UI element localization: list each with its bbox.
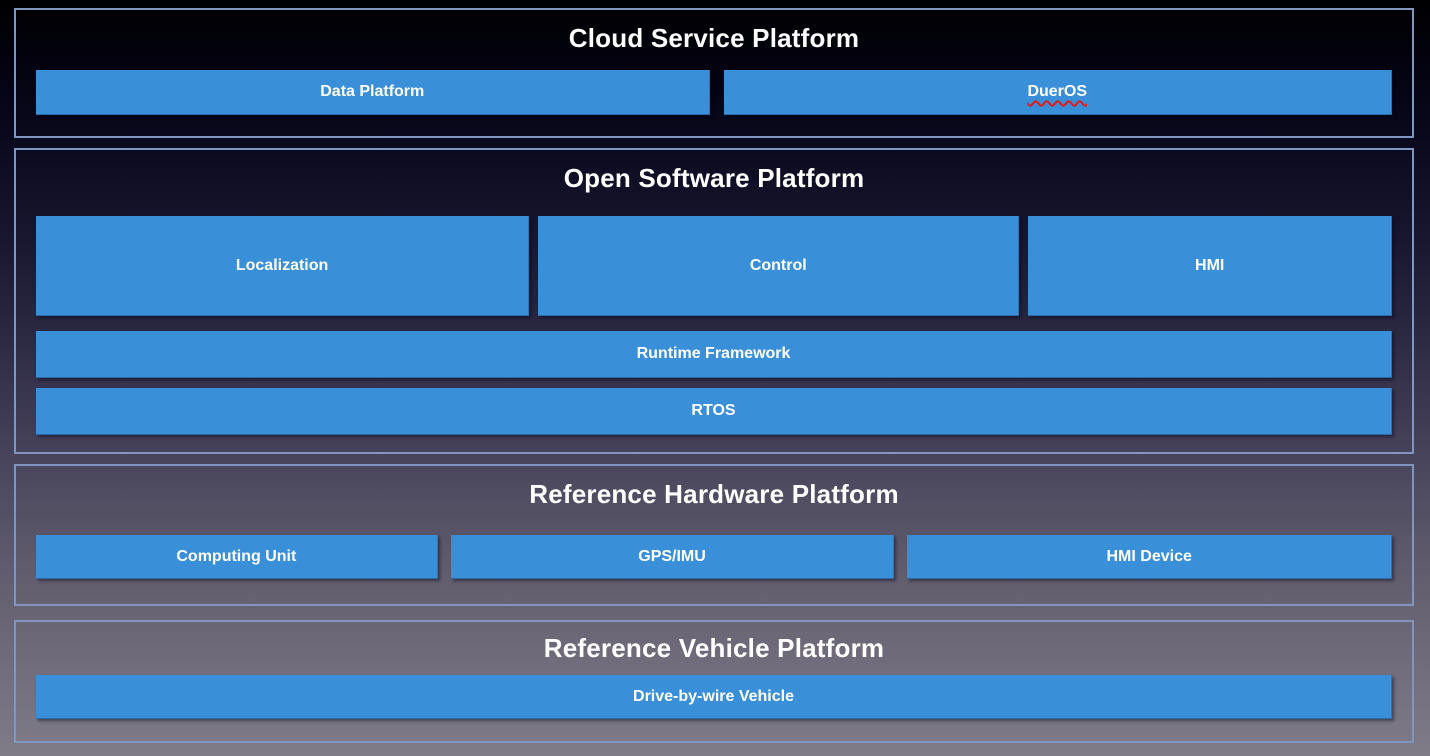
- software-boxes-row: Localization Control HMI: [36, 216, 1392, 316]
- box-gps-imu-label: GPS/IMU: [638, 547, 706, 565]
- section-reference-hardware-platform: Reference Hardware Platform Computing Un…: [14, 464, 1414, 606]
- box-hmi-device-label: HMI Device: [1106, 547, 1192, 565]
- bar-rtos-label: RTOS: [691, 402, 736, 419]
- section-open-software-platform: Open Software Platform Localization Cont…: [14, 148, 1414, 454]
- section-title-cloud-service-platform: Cloud Service Platform: [568, 23, 860, 53]
- box-computing-unit-label: Computing Unit: [176, 547, 297, 565]
- bar-rtos: RTOS: [36, 388, 1392, 435]
- box-data-platform: Data Platform: [36, 70, 710, 115]
- bar-runtime-framework-label: Runtime Framework: [636, 345, 791, 362]
- bar-drive-by-wire-vehicle: Drive-by-wire Vehicle: [36, 675, 1392, 719]
- box-hmi-label: HMI: [1195, 256, 1225, 274]
- box-control: Control: [538, 216, 1020, 316]
- box-localization-label: Localization: [235, 256, 329, 274]
- bar-runtime-framework: Runtime Framework: [36, 331, 1392, 378]
- box-hmi: HMI: [1028, 216, 1392, 316]
- section-reference-vehicle-platform: Reference Vehicle Platform Drive-by-wire…: [14, 620, 1414, 743]
- box-localization: Localization: [36, 216, 530, 316]
- section-title-open-software-platform: Open Software Platform: [563, 163, 865, 193]
- box-dueros-label: DuerOS: [1027, 83, 1088, 100]
- box-data-platform-label: Data Platform: [320, 83, 425, 100]
- box-gps-imu: GPS/IMU: [450, 535, 895, 579]
- hardware-boxes-row: Computing Unit GPS/IMU HMI Device: [36, 535, 1393, 579]
- box-computing-unit: Computing Unit: [36, 535, 438, 579]
- box-hmi-device: HMI Device: [907, 535, 1393, 579]
- box-control-label: Control: [749, 256, 807, 274]
- bar-drive-by-wire-vehicle-label: Drive-by-wire Vehicle: [633, 687, 794, 705]
- section-title-reference-hardware-platform: Reference Hardware Platform: [529, 479, 899, 509]
- section-title-reference-vehicle-platform: Reference Vehicle Platform: [543, 633, 885, 663]
- section-cloud-service-platform: Cloud Service Platform Data Platform Due…: [14, 8, 1414, 138]
- cloud-boxes-row: Data Platform DuerOS: [36, 70, 1392, 115]
- box-dueros: DuerOS: [723, 70, 1392, 115]
